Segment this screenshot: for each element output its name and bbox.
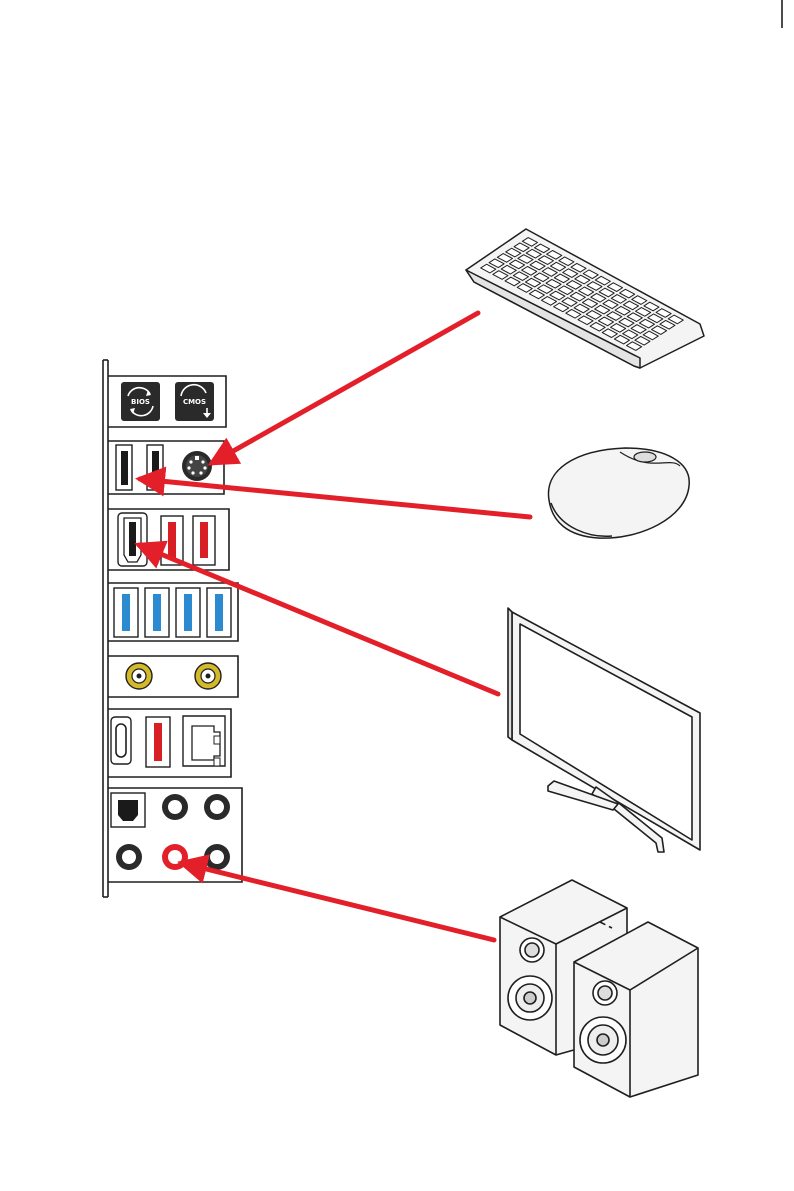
audio-jack-5 xyxy=(204,844,230,870)
audio-jack-3 xyxy=(116,844,142,870)
usb3-blue-port-3 xyxy=(176,588,200,637)
audio-line-out-jack xyxy=(162,844,188,870)
bios-button-label: BIOS xyxy=(131,398,150,406)
audio-jack-2 xyxy=(204,794,230,820)
usb-red-port-2 xyxy=(193,516,215,565)
lan-port xyxy=(183,716,225,766)
usb-red-port-3 xyxy=(146,717,170,767)
speakers-illustration xyxy=(500,880,698,1097)
arrow-keyboard-to-ps2 xyxy=(212,313,478,463)
optical-spdif-port xyxy=(111,793,145,827)
keyboard-illustration xyxy=(466,229,704,368)
clear-cmos-button: CMOS xyxy=(175,382,214,421)
mouse-illustration xyxy=(548,448,689,538)
antenna-connector-1 xyxy=(126,663,152,689)
bios-flashback-button: BIOS xyxy=(121,382,160,421)
arrow-mouse-to-usb xyxy=(140,479,530,517)
audio-jack-1 xyxy=(162,794,188,820)
usb3-blue-port-2 xyxy=(145,588,169,637)
cmos-button-label: CMOS xyxy=(183,398,206,406)
usb3-blue-port-1 xyxy=(114,588,138,637)
antenna-connector-2 xyxy=(195,663,221,689)
monitor-illustration xyxy=(508,608,700,852)
arrow-speakers-to-line-out xyxy=(182,863,494,940)
hdmi-port xyxy=(118,513,147,566)
usb3-blue-port-4 xyxy=(207,588,231,637)
usb-c-port xyxy=(111,717,131,764)
ps2-port xyxy=(182,451,212,481)
usb2-port-1 xyxy=(116,445,132,490)
